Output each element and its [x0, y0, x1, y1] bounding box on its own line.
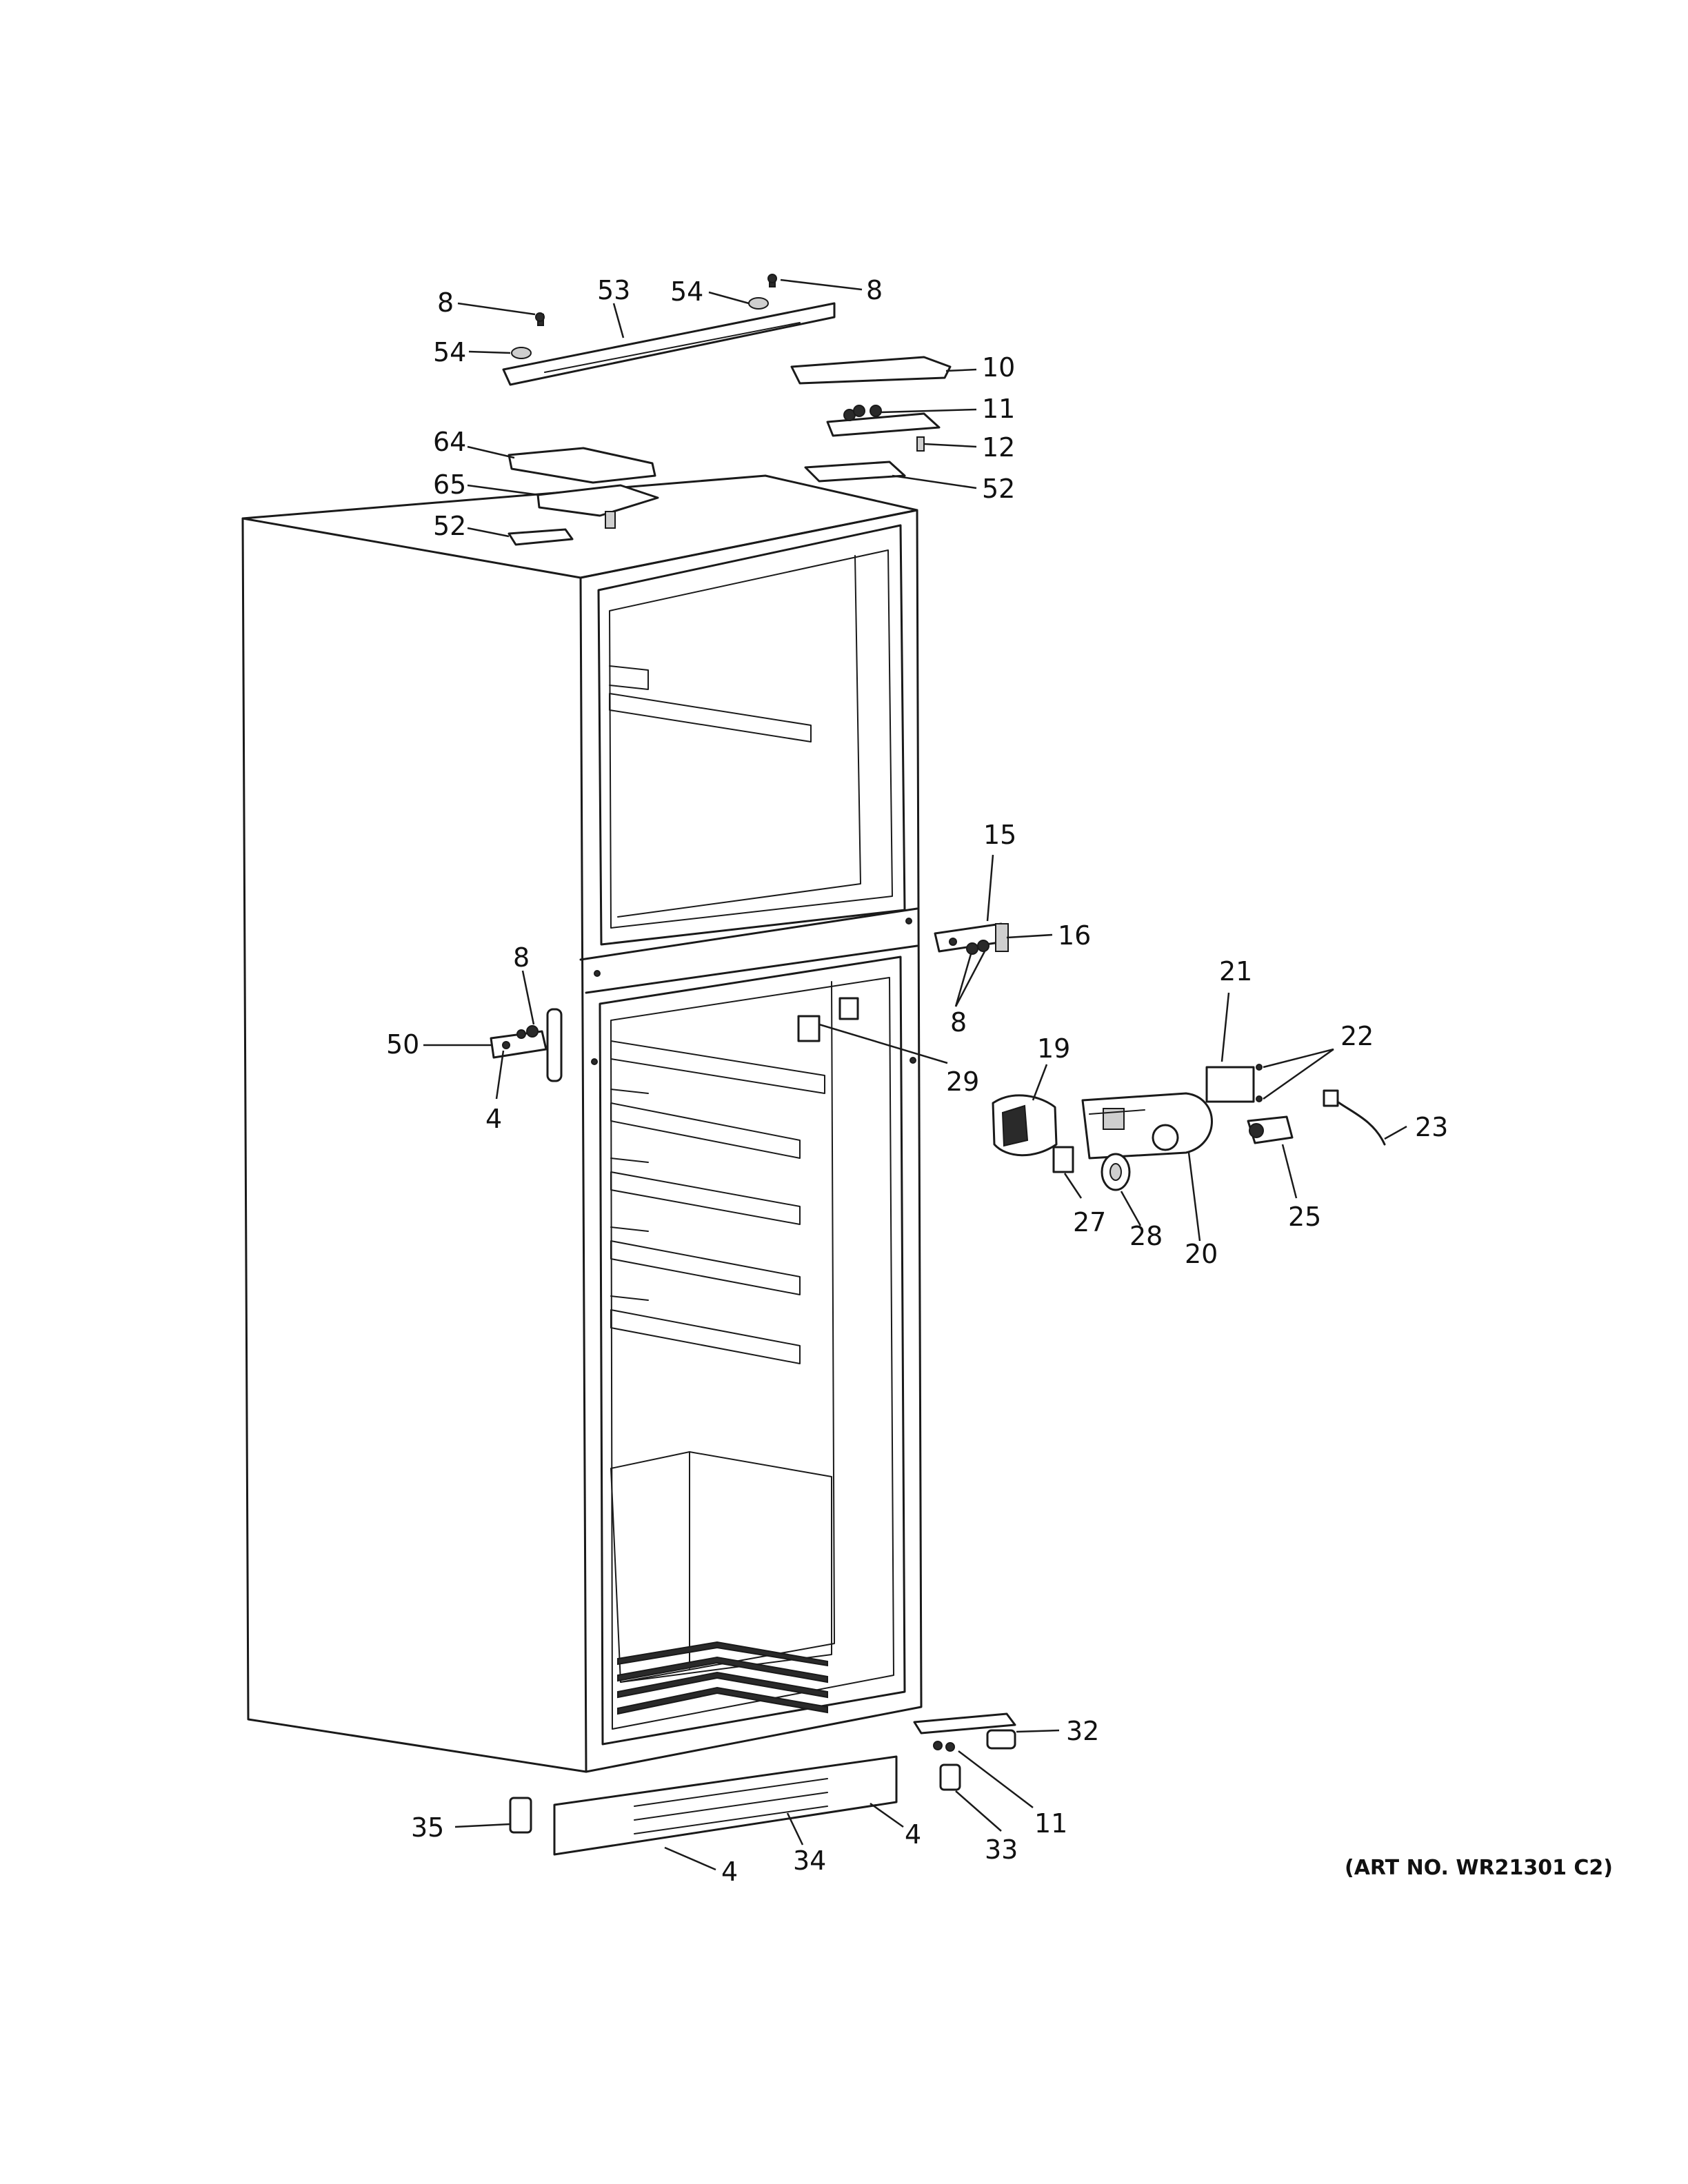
callout-33: 33	[985, 1834, 1018, 1865]
leader-lines	[423, 279, 1407, 1871]
callout-64: 64	[433, 427, 466, 457]
callout-4-bottom: 4	[721, 1857, 738, 1887]
callout-53: 53	[597, 275, 630, 305]
top-hinge-cover	[790, 356, 952, 483]
callout-54-left: 54	[433, 337, 466, 367]
callout-29: 29	[946, 1066, 979, 1097]
callout-27: 27	[1073, 1207, 1106, 1237]
callout-21: 21	[1219, 956, 1252, 987]
bottom-hinge	[913, 1712, 1016, 1791]
callout-8-top-right: 8	[866, 275, 883, 305]
callout-12: 12	[982, 432, 1015, 463]
refrigerator-cabinet	[241, 474, 923, 1773]
leveling-leg	[509, 1797, 532, 1834]
callout-16: 16	[1058, 920, 1091, 951]
small-parts	[1052, 1146, 1131, 1191]
callout-4-left-hinge: 4	[485, 1104, 502, 1134]
center-hinge	[934, 922, 1009, 955]
callout-52-right: 52	[982, 474, 1015, 504]
left-door-hinge	[490, 1008, 563, 1082]
callout-65: 65	[433, 469, 466, 500]
control-housing	[1081, 1092, 1213, 1160]
callout-25: 25	[1288, 1202, 1321, 1232]
callout-32: 32	[1066, 1716, 1099, 1746]
callout-8-top-left: 8	[437, 287, 454, 318]
callout-8-center-hinge: 8	[950, 1007, 967, 1038]
refrigerator-shelves	[610, 1040, 825, 1364]
art-number-label: (ART NO. WR21301 C2)	[1345, 1856, 1613, 1880]
callout-28: 28	[1129, 1221, 1163, 1251]
floor-grate	[617, 1641, 828, 1715]
callout-19: 19	[1037, 1033, 1070, 1064]
callout-11-top: 11	[982, 394, 1015, 424]
callout-11-bottom: 11	[1034, 1808, 1067, 1839]
callout-34: 34	[793, 1846, 826, 1876]
control-knob-shroud	[992, 1094, 1058, 1157]
callout-50: 50	[386, 1029, 419, 1060]
callout-4-bottom-right: 4	[905, 1819, 921, 1850]
toe-grille	[553, 1755, 898, 1856]
callout-numbers: 8 53 54 8 54 10 11 12 64 52 65 52 15 16 …	[386, 275, 1448, 1887]
callout-15: 15	[983, 820, 1016, 850]
callout-10: 10	[982, 352, 1015, 383]
top-hinge-left-cover	[508, 447, 659, 546]
callout-22: 22	[1340, 1021, 1374, 1051]
callout-54-top: 54	[670, 276, 703, 307]
callout-35: 35	[411, 1812, 444, 1843]
light-cover	[1205, 1064, 1263, 1103]
light-socket-29	[797, 997, 859, 1042]
callout-8-left-hinge: 8	[513, 942, 530, 973]
callout-20: 20	[1185, 1239, 1218, 1269]
callout-52-left: 52	[433, 511, 466, 541]
thermostat-switch	[1247, 1115, 1294, 1144]
wire-harness	[1323, 1089, 1386, 1146]
top-hinge-bracket-assembly	[502, 274, 836, 386]
callout-23: 23	[1415, 1112, 1448, 1142]
